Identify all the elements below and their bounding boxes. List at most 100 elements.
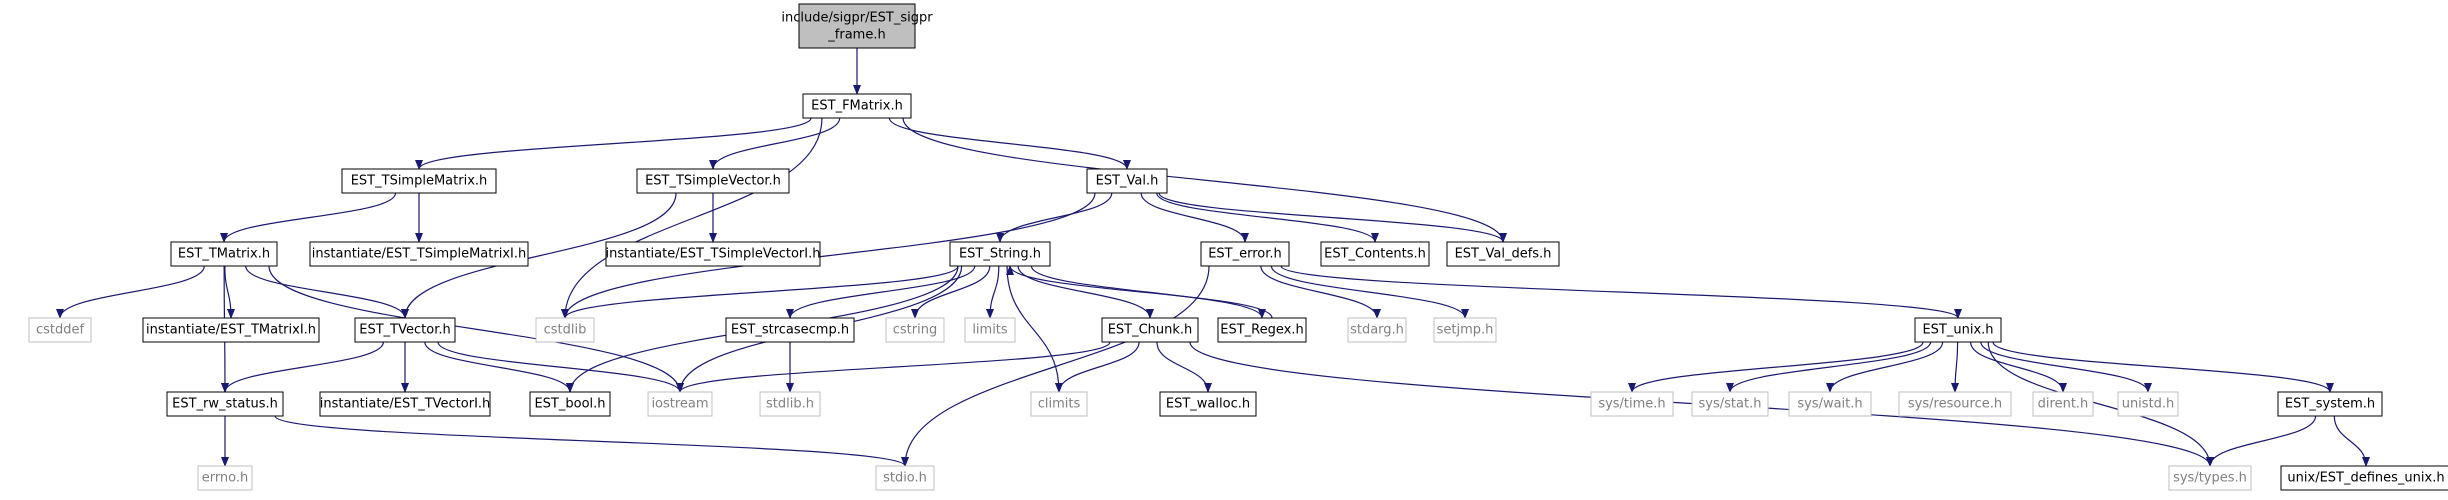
- node-inst_tsimplematrix[interactable]: instantiate/EST_TSimpleMatrixI.h: [309, 241, 529, 267]
- edge-regex-to-string: [1006, 265, 1273, 319]
- node-box-systypes: [2168, 465, 2252, 491]
- node-tsimplematrix[interactable]: EST_TSimpleMatrix.h: [341, 168, 497, 194]
- edge-tmatrix-to-inst_tmatrix: [224, 265, 235, 319]
- node-label-regex: EST_Regex.h: [1220, 323, 1303, 338]
- edges-layer: [56, 47, 2370, 467]
- node-cstdlib: cstdlib: [535, 317, 595, 343]
- node-label-stdio: stdio.h: [883, 471, 927, 486]
- edge-val-to-string: [996, 192, 1113, 243]
- node-label-error: EST_error.h: [1208, 247, 1282, 262]
- node-box-string: [949, 241, 1051, 267]
- node-box-inst_tsimplematrix: [309, 241, 529, 267]
- node-label-strcasecmp: EST_strcasecmp.h: [731, 323, 849, 338]
- node-regex[interactable]: EST_Regex.h: [1217, 317, 1307, 343]
- node-box-sysresource: [1898, 391, 2012, 417]
- node-sysresource: sys/resource.h: [1898, 391, 2012, 417]
- node-label-tvector: EST_TVector.h: [359, 323, 450, 338]
- node-box-unistd: [2117, 391, 2179, 417]
- node-strcasecmp[interactable]: EST_strcasecmp.h: [725, 317, 855, 343]
- node-dirent: dirent.h: [2032, 391, 2094, 417]
- edge-unix-to-dirent: [1970, 341, 2067, 393]
- edge-fmatrix-to-valdefs: [902, 117, 1507, 243]
- node-string[interactable]: EST_String.h: [949, 241, 1051, 267]
- node-unixdefines[interactable]: unix/EST_defines_unix.h: [2280, 465, 2448, 491]
- node-contents[interactable]: EST_Contents.h: [1320, 241, 1430, 267]
- node-label-cstddef: cstddef: [36, 323, 85, 338]
- node-label-unix: EST_unix.h: [1922, 323, 1993, 338]
- node-fmatrix[interactable]: EST_FMatrix.h: [802, 93, 912, 119]
- node-inst_tmatrix[interactable]: instantiate/EST_TMatrixI.h: [142, 317, 320, 343]
- edge-string-to-limits: [986, 265, 1000, 319]
- node-systime: sys/time.h: [1590, 391, 1674, 417]
- edge-rwstatus-to-stdio: [274, 415, 909, 467]
- node-box-strcasecmp: [725, 317, 855, 343]
- node-climits: climits: [1030, 391, 1088, 417]
- node-box-dirent: [2032, 391, 2094, 417]
- node-inst_tsimplevector[interactable]: instantiate/EST_TSimpleVectorI.h: [605, 241, 821, 267]
- node-box-unixdefines: [2280, 465, 2448, 491]
- node-inst_tvector[interactable]: instantiate/EST_TVectorI.h: [319, 391, 491, 417]
- node-box-tsimplevector: [636, 168, 790, 194]
- node-label-tsimplevector: EST_TSimpleVector.h: [645, 174, 781, 189]
- node-box-setjmp: [1433, 317, 1497, 343]
- node-root[interactable]: include/sigpr/EST_sigpr _frame.h: [781, 3, 933, 49]
- node-limits: limits: [964, 317, 1016, 343]
- edge-tmatrix-to-cstddef: [56, 265, 205, 319]
- node-rwstatus[interactable]: EST_rw_status.h: [166, 391, 284, 417]
- edge-tvector-to-iostream: [437, 341, 684, 393]
- edge-unix-to-syswait: [1826, 341, 1944, 393]
- node-stdio: stdio.h: [875, 465, 935, 491]
- node-bool[interactable]: EST_bool.h: [529, 391, 611, 417]
- node-label-inst_tvector: instantiate/EST_TVectorI.h: [320, 397, 491, 412]
- node-box-cstring: [885, 317, 945, 343]
- edge-unix-to-systypes: [1987, 341, 2214, 467]
- node-label-systime: sys/time.h: [1598, 397, 1665, 412]
- node-box-inst_tsimplevector: [605, 241, 821, 267]
- node-unix[interactable]: EST_unix.h: [1914, 317, 2002, 343]
- node-tsimplevector[interactable]: EST_TSimpleVector.h: [636, 168, 790, 194]
- node-box-regex: [1217, 317, 1307, 343]
- node-val[interactable]: EST_Val.h: [1086, 168, 1168, 194]
- node-stdarg: stdarg.h: [1347, 317, 1407, 343]
- node-label-inst_tsimplematrix: instantiate/EST_TSimpleMatrixI.h: [312, 247, 526, 262]
- node-sysstat: sys/stat.h: [1691, 391, 1769, 417]
- node-label-systypes: sys/types.h: [2173, 471, 2247, 486]
- node-label-contents: EST_Contents.h: [1324, 247, 1426, 262]
- edge-tsimplevector-to-tvector: [401, 192, 677, 319]
- node-label2-root: _frame.h: [827, 28, 885, 43]
- node-label-cstdlib: cstdlib: [544, 323, 587, 338]
- edge-val-to-cstdlib: [561, 192, 1096, 319]
- node-label-limits: limits: [972, 323, 1008, 338]
- edge-tmatrix-to-iostream: [268, 265, 684, 393]
- node-syswait: sys/wait.h: [1788, 391, 1872, 417]
- node-stdlib: stdlib.h: [759, 391, 821, 417]
- node-tvector[interactable]: EST_TVector.h: [354, 317, 456, 343]
- node-box-inst_tvector: [319, 391, 491, 417]
- node-box-iostream: [647, 391, 713, 417]
- node-valdefs[interactable]: EST_Val_defs.h: [1446, 241, 1560, 267]
- node-box-stdio: [875, 465, 935, 491]
- node-iostream: iostream: [647, 391, 713, 417]
- node-label-chunk: EST_Chunk.h: [1108, 323, 1193, 338]
- node-cstddef: cstddef: [28, 317, 92, 343]
- node-label-unistd: unistd.h: [2122, 397, 2175, 412]
- node-box-limits: [964, 317, 1016, 343]
- node-chunk[interactable]: EST_Chunk.h: [1101, 317, 1199, 343]
- node-box-climits: [1030, 391, 1088, 417]
- edge-fmatrix-to-tsimplevector: [709, 117, 841, 170]
- node-tmatrix[interactable]: EST_TMatrix.h: [170, 241, 278, 267]
- node-box-tmatrix: [170, 241, 278, 267]
- node-box-tsimplematrix: [341, 168, 497, 194]
- node-system[interactable]: EST_system.h: [2277, 391, 2383, 417]
- node-box-cstdlib: [535, 317, 595, 343]
- node-label-tsimplematrix: EST_TSimpleMatrix.h: [351, 174, 488, 189]
- node-label-root: include/sigpr/EST_sigpr: [781, 11, 933, 26]
- node-box-sysstat: [1691, 391, 1769, 417]
- node-walloc[interactable]: EST_walloc.h: [1159, 391, 1257, 417]
- node-label-system: EST_system.h: [2285, 397, 2375, 412]
- node-box-fmatrix: [802, 93, 912, 119]
- edge-fmatrix-to-val: [888, 117, 1131, 170]
- node-label-iostream: iostream: [651, 397, 708, 412]
- node-error[interactable]: EST_error.h: [1200, 241, 1290, 267]
